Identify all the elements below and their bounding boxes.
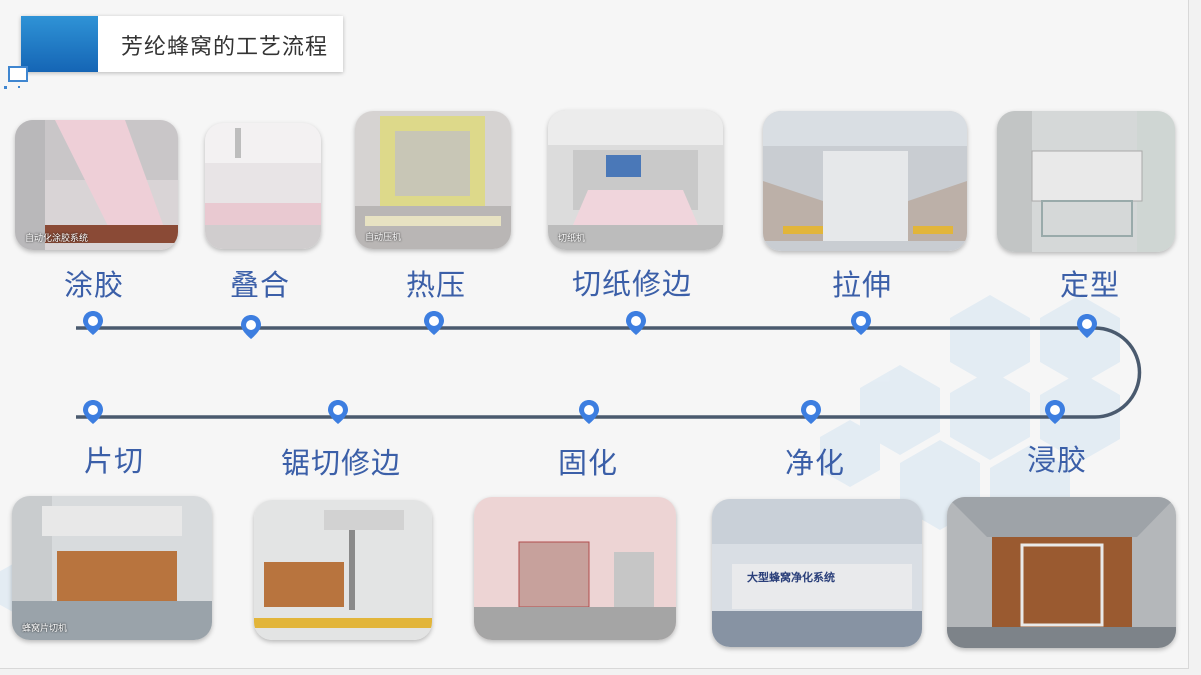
photo-caption: 切纸机	[558, 234, 586, 244]
photo-purification: 大型蜂窝净化系统	[712, 499, 922, 647]
photo-hot-press: 自动压机	[355, 111, 511, 249]
location-pin-icon	[801, 400, 821, 424]
step-label-dipping: 浸胶	[1027, 443, 1088, 477]
location-pin-icon	[83, 400, 103, 424]
process-timeline	[76, 326, 1142, 419]
location-pin-icon	[1077, 314, 1097, 338]
slide-title: 芳纶蜂窝的工艺流程	[121, 35, 329, 60]
photo-caption: 自动化涂胶系统	[25, 234, 89, 244]
location-pin-icon	[424, 311, 444, 335]
location-pin-icon	[851, 311, 871, 335]
step-label-purification: 净化	[785, 446, 846, 480]
photo-saw-trimming	[254, 500, 432, 640]
photo-curing	[474, 497, 676, 640]
photo-coating: 自动化涂胶系统	[15, 120, 178, 250]
step-label-laminating: 叠合	[230, 268, 291, 302]
photo-setting	[997, 111, 1175, 252]
step-label-setting: 定型	[1060, 268, 1121, 302]
photo-caption: 自动压机	[365, 233, 402, 243]
location-pin-icon	[579, 400, 599, 424]
photo-laminating	[205, 123, 321, 249]
photo-cutting: 切纸机	[548, 110, 723, 250]
title-accent-bar	[21, 16, 98, 72]
step-label-stretching: 拉伸	[832, 268, 893, 302]
location-pin-icon	[328, 400, 348, 424]
photo-dipping	[947, 497, 1176, 648]
step-label-coating: 涂胶	[64, 268, 125, 302]
dots-decoration	[4, 86, 20, 89]
photo-caption: 蜂窝片切机	[22, 624, 68, 634]
title-box: 芳纶蜂窝的工艺流程	[21, 16, 343, 72]
step-label-curing: 固化	[558, 446, 619, 480]
step-label-saw-trimming: 锯切修边	[281, 446, 402, 480]
step-label-hot-press: 热压	[406, 268, 467, 302]
photo-slicing: 蜂窝片切机	[12, 496, 212, 640]
photo-stretching	[763, 111, 967, 251]
location-pin-icon	[83, 311, 103, 335]
step-label-cutting-trimming: 切纸修边	[572, 267, 693, 301]
step-label-slicing: 片切	[84, 444, 145, 478]
corner-square-decoration	[8, 66, 28, 82]
location-pin-icon	[241, 315, 261, 339]
photo-caption: 大型蜂窝净化系统	[747, 571, 835, 584]
location-pin-icon	[626, 311, 646, 335]
location-pin-icon	[1045, 400, 1065, 424]
